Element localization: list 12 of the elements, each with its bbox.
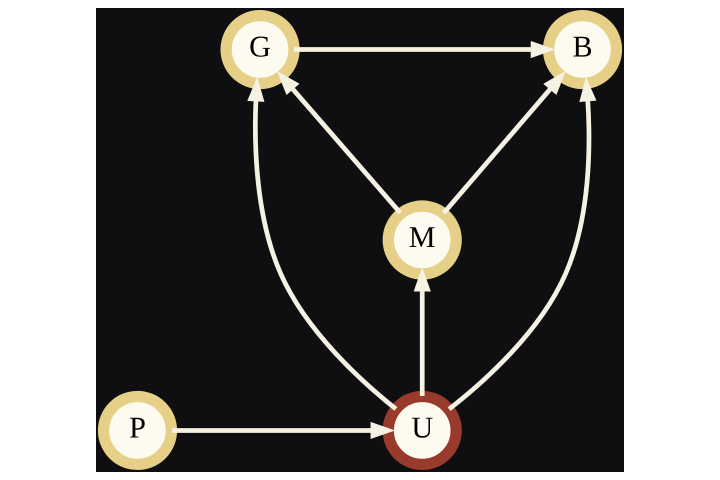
arrow: [172, 422, 396, 440]
arrow: [276, 70, 402, 214]
arrow: [442, 70, 566, 214]
node-circle: M: [382, 200, 462, 280]
arrow: [448, 76, 596, 411]
arrow: [414, 266, 431, 396]
node-circle: U: [382, 390, 462, 470]
arrow: [247, 76, 398, 411]
arrow: [294, 40, 556, 58]
node-circle: P: [98, 390, 178, 470]
node-circle: G: [220, 10, 300, 90]
node-circle: B: [542, 10, 622, 90]
